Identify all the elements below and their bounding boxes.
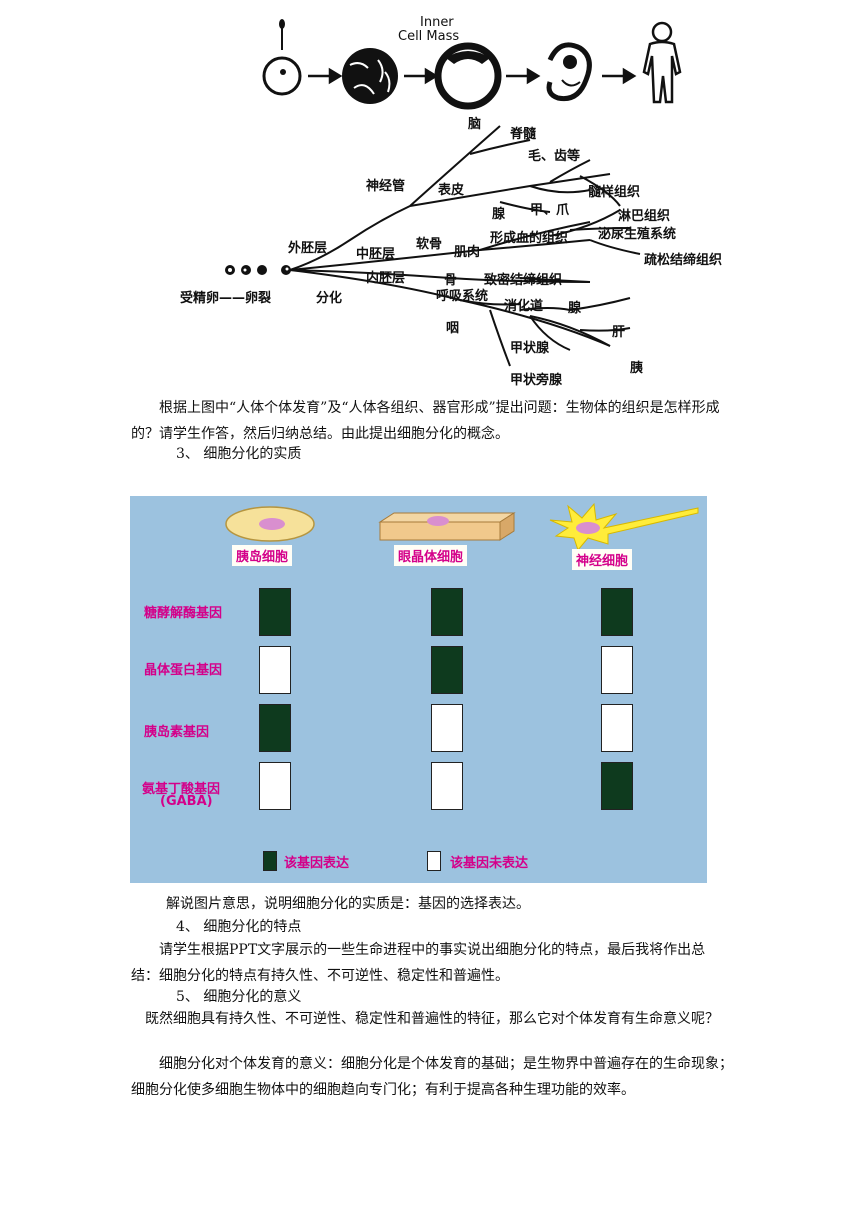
legend-swatch-not-expressed [427, 851, 441, 871]
inner-cell-mass-label-2: Cell Mass [398, 29, 459, 44]
expression-box [431, 704, 463, 752]
cell-name-lens: 眼晶体细胞 [394, 545, 468, 566]
inner-cell-mass-label-1: Inner [420, 15, 454, 30]
label-ectoderm: 外胚层 [287, 240, 327, 256]
label-medullary: 髓样组织 [588, 184, 640, 200]
cleavage-stages-icon [225, 265, 291, 275]
nerve-cell-icon [549, 502, 699, 552]
label-thyroid: 甲状腺 [510, 340, 550, 356]
arrow-icon [506, 67, 541, 85]
label-gland-1: 腺 [492, 206, 506, 222]
expression-box [601, 588, 633, 636]
arrow-icon [404, 67, 439, 85]
arrow-icon [308, 67, 343, 85]
gene-expression-figure: 胰岛细胞 眼晶体细胞 神经细胞 糖酵解酶基因 晶体蛋白基因 胰岛素基因 氨基丁酸… [130, 496, 707, 883]
blastocyst-icon [434, 42, 502, 110]
label-respiratory: 呼吸系统 [436, 288, 488, 304]
heading-essence: 3、 细胞分化的实质 [176, 446, 302, 462]
paragraph-significance-answer: 细胞分化对个体发育的意义：细胞分化是个体发育的基础；是生物界中普遍存在的生命现象… [131, 1056, 733, 1098]
heading-significance: 5、 细胞分化的意义 [176, 989, 302, 1005]
expression-box [601, 762, 633, 810]
label-epidermis: 表皮 [437, 182, 464, 198]
label-neural-tube: 神经管 [366, 178, 405, 194]
expression-box [601, 646, 633, 694]
gene-label-insulin: 胰岛素基因 [144, 725, 210, 740]
label-endoderm: 内胚层 [366, 270, 405, 286]
heading-characteristics: 4、 细胞分化的特点 [176, 919, 302, 935]
cell-name-nerve: 神经细胞 [572, 549, 633, 570]
tree-left-label: 受精卵——卵裂 [180, 290, 272, 306]
label-brain: 脑 [468, 116, 481, 132]
fertilized-egg-icon [262, 19, 302, 96]
gene-label-gaba: 氨基丁酸基因 [142, 782, 221, 797]
cell-name-islet: 胰岛细胞 [232, 545, 293, 566]
expression-box [259, 646, 291, 694]
human-figure-icon [642, 21, 682, 104]
gene-label-gaba-abbr: (GABA) [160, 794, 213, 809]
label-spinal-cord: 脊髓 [509, 126, 537, 142]
legend-swatch-expressed [263, 851, 277, 871]
paragraph-figure-explanation: 解说图片意思，说明细胞分化的实质是：基因的选择表达。 [166, 896, 530, 912]
label-pharynx: 咽 [446, 321, 459, 336]
label-muscle: 肌肉 [454, 244, 480, 260]
lens-cell-icon [378, 512, 516, 541]
label-lymphoid: 淋巴组织 [618, 208, 670, 224]
expression-box [259, 588, 291, 636]
label-urogenital: 泌尿生殖系统 [598, 226, 676, 242]
embryo-icon [546, 42, 592, 102]
expression-box [431, 762, 463, 810]
morula-icon [342, 48, 398, 104]
label-loose-ct: 疏松结缔组织 [644, 252, 722, 268]
label-blood-tissue: 形成血的组织 [490, 230, 568, 246]
gene-label-crystallin: 晶体蛋白基因 [144, 663, 223, 678]
paragraph-intro: 根据上图中“人体个体发育”及“人体各组织、器官形成”提出问题：生物体的组织是怎样… [131, 400, 720, 442]
expression-box [601, 704, 633, 752]
development-sequence-figure: Inner Cell Mass [262, 15, 682, 110]
paragraph-significance-question: 既然细胞具有持久性、不可逆性、稳定性和普遍性的特征，那么它对个体发育有生命意义呢… [145, 1011, 719, 1027]
paragraph-characteristics: 请学生根据PPT文字展示的一些生命进程中的事实说出细胞分化的特点，最后我将作出总… [131, 942, 706, 984]
label-dense-ct: 致密结缔组织 [484, 272, 562, 288]
label-digestive: 消化道 [504, 298, 543, 314]
label-pancreas: 胰 [630, 360, 643, 376]
label-mesoderm: 中胚层 [356, 246, 395, 262]
gene-label-glycolysis: 糖酵解酶基因 [144, 606, 223, 621]
legend-not-expressed: 该基因未表达 [450, 856, 529, 871]
label-cartilage: 软骨 [416, 236, 442, 252]
islet-cell-icon [225, 506, 315, 542]
label-parathyroid: 甲状旁腺 [510, 372, 563, 388]
germ-layer-tree-diagram: 受精卵——卵裂 分化 外胚层 中胚层 内胚层 神经管 脑 脊髓 毛、齿等 表皮 … [180, 116, 722, 388]
label-nail-claw: 甲、爪 [530, 203, 570, 218]
label-liver: 肝 [612, 325, 625, 340]
expression-box [431, 588, 463, 636]
label-gland-2: 腺 [568, 300, 582, 316]
legend-expressed: 该基因表达 [284, 856, 350, 871]
tree-diff-label: 分化 [316, 290, 342, 306]
expression-box [431, 646, 463, 694]
expression-box [259, 762, 291, 810]
expression-box [259, 704, 291, 752]
label-bone: 骨 [444, 273, 457, 288]
arrow-icon [602, 67, 637, 85]
label-hair-teeth: 毛、齿等 [528, 148, 580, 164]
